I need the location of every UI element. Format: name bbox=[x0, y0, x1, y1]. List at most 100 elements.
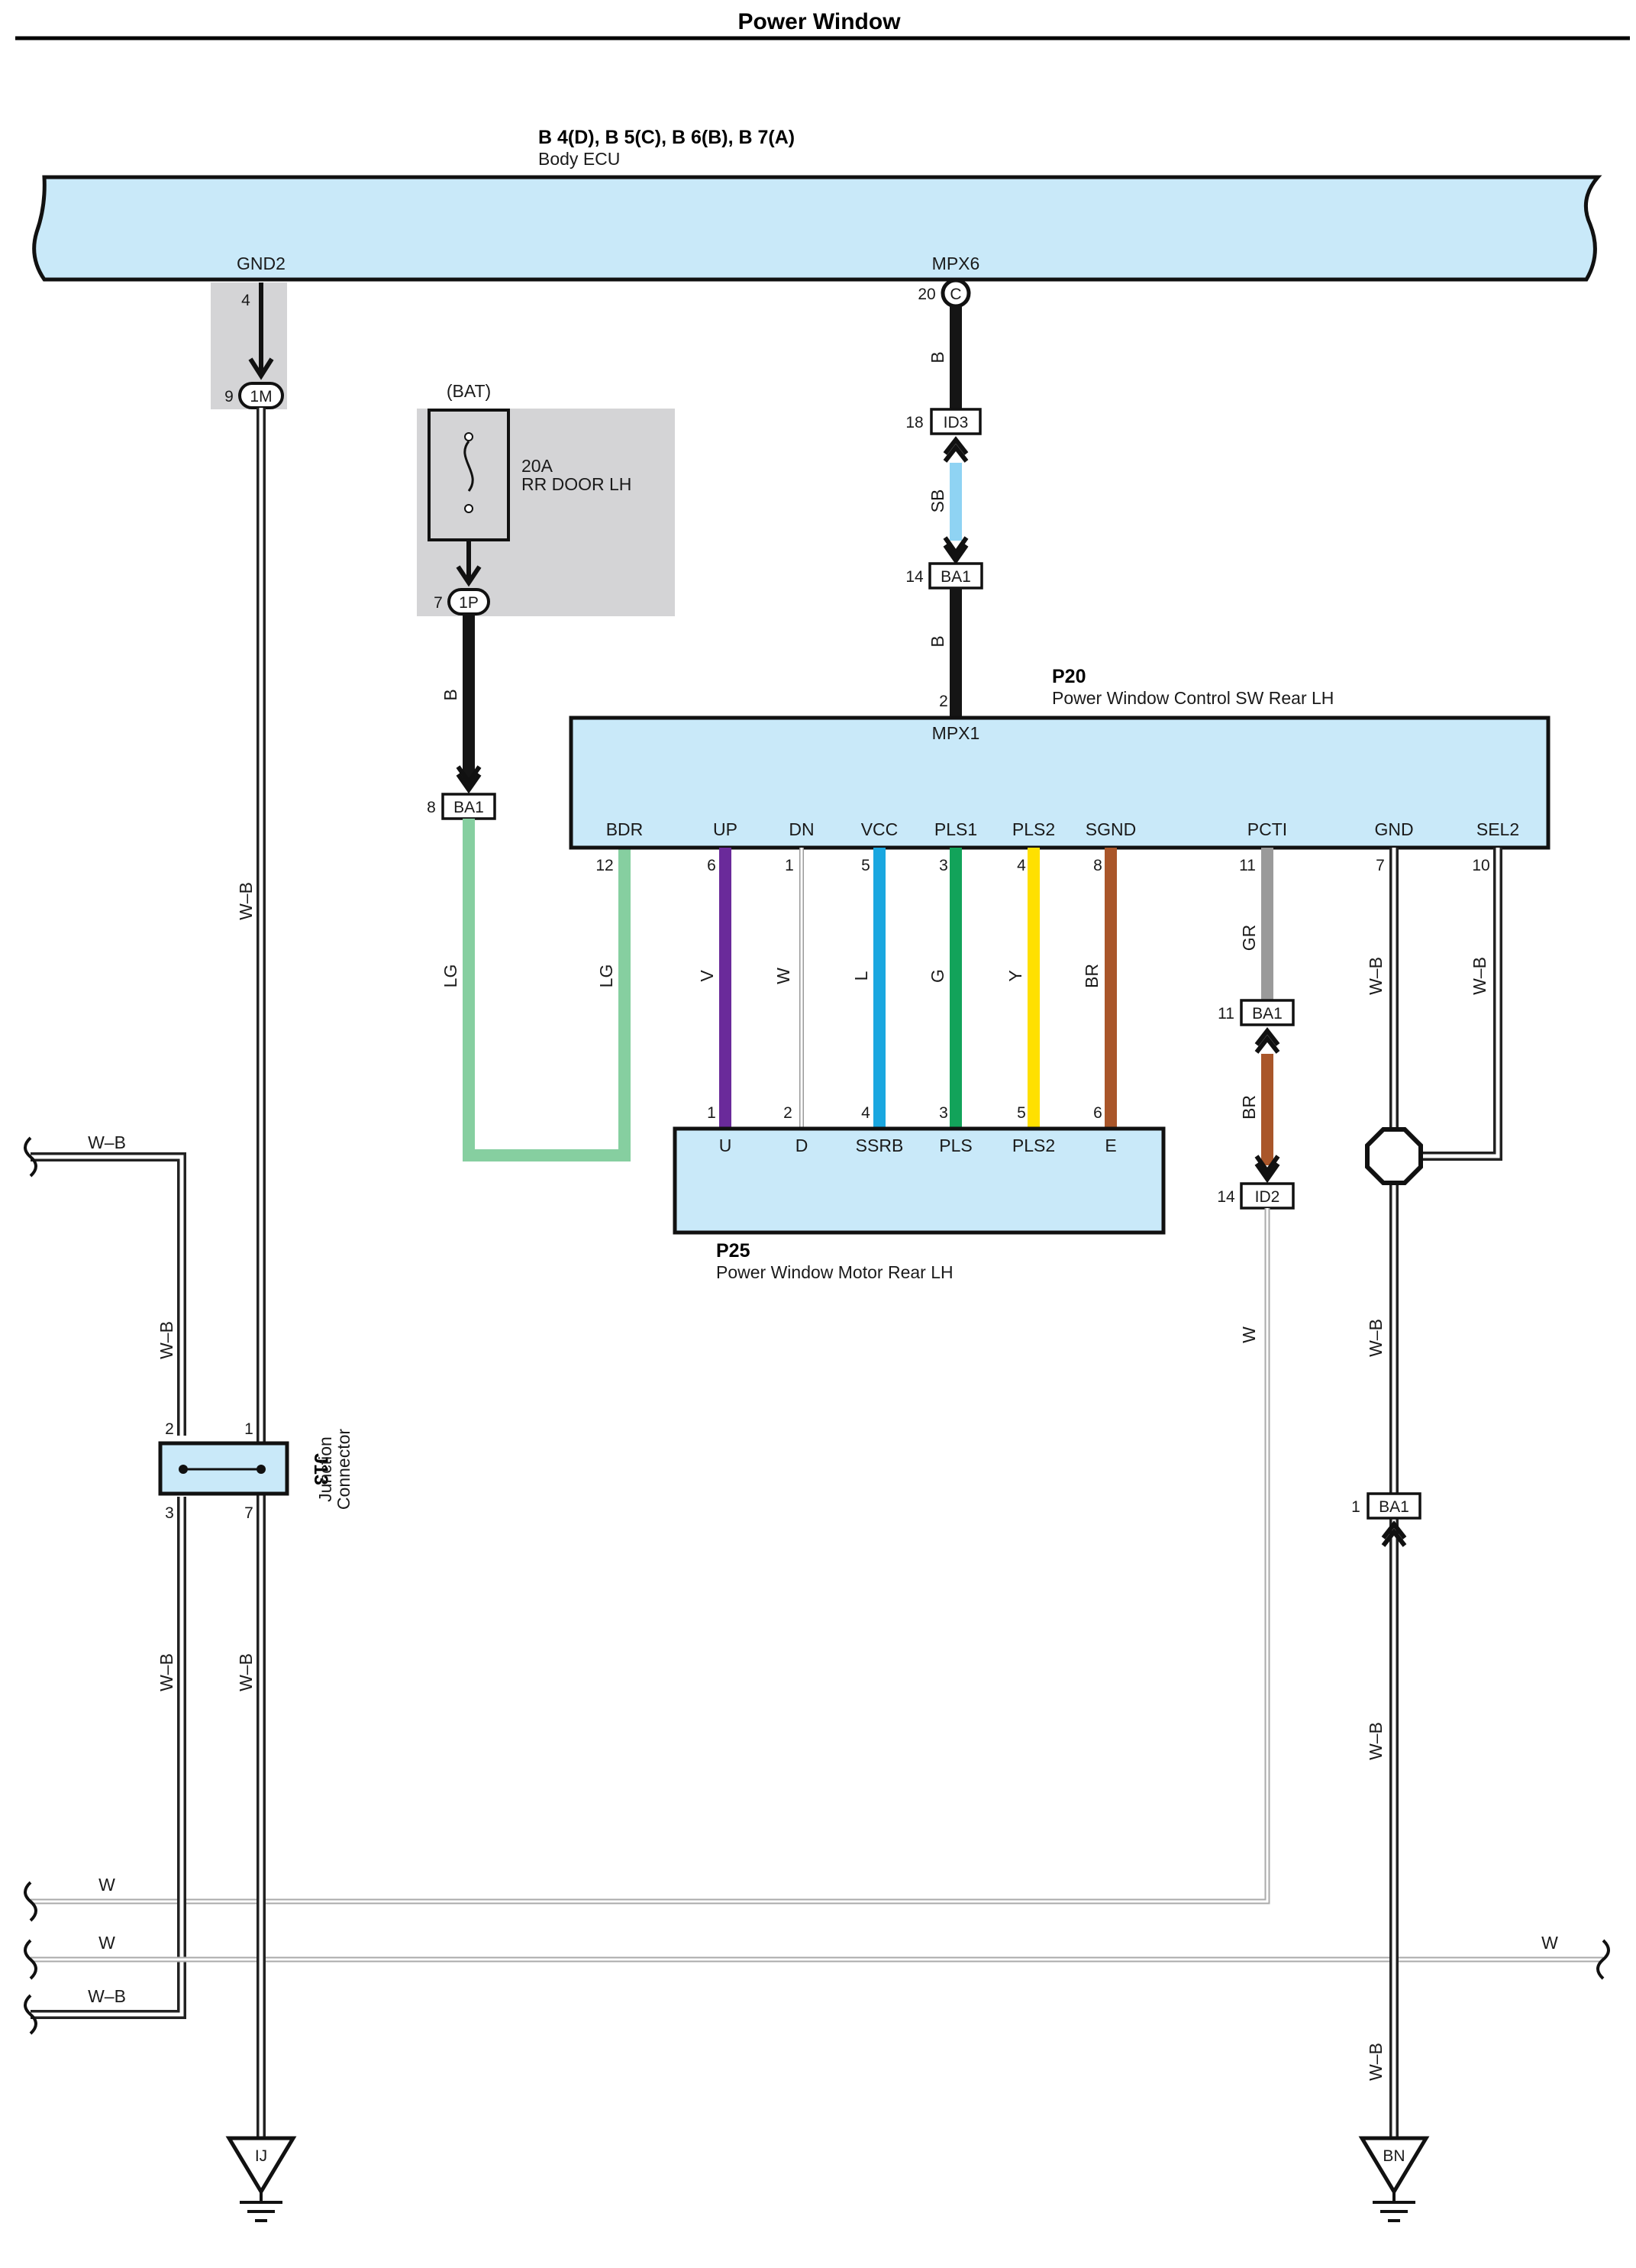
wire-vcc-label: L bbox=[851, 971, 871, 981]
j13-pin-tr: 1 bbox=[244, 1420, 253, 1438]
connector-1p-label: 1P bbox=[459, 594, 479, 612]
wire-gnd-label-low: W–B bbox=[1366, 1722, 1386, 1760]
p25-code: P25 bbox=[716, 1240, 750, 1262]
p20-num-sel2: 10 bbox=[1472, 857, 1489, 874]
connector-ba1-top-num: 14 bbox=[905, 568, 924, 586]
wire-sgnd-label: BR bbox=[1082, 964, 1102, 988]
wire-pcti-w-outer bbox=[31, 1208, 1270, 1905]
ground-bn: BN bbox=[1358, 2136, 1430, 2222]
connector-1p-num: 7 bbox=[434, 594, 443, 612]
connector-id2-label: ID2 bbox=[1255, 1188, 1280, 1206]
id2-arrow1 bbox=[1254, 1155, 1280, 1176]
connector-ba1-lg[interactable] bbox=[441, 793, 496, 820]
j13-dot-left bbox=[179, 1465, 188, 1474]
p20-num-gnd: 7 bbox=[1376, 857, 1385, 874]
p20-code: P20 bbox=[1052, 666, 1086, 687]
connector-id3-label: ID3 bbox=[944, 414, 969, 431]
j13-dot-right bbox=[257, 1465, 266, 1474]
wire-sel2-inner bbox=[1394, 848, 1500, 1158]
p25-num-ssrb: 4 bbox=[861, 1104, 870, 1122]
gnd2-pin-num: 4 bbox=[241, 292, 250, 309]
wire-pcti-w-inner bbox=[31, 1208, 1269, 1903]
fuse-out-wire-label: B bbox=[440, 689, 460, 700]
p25-pin-u: U bbox=[719, 1136, 732, 1155]
lg-wire-label-left: LG bbox=[440, 964, 460, 988]
p20-num-up: 6 bbox=[707, 857, 716, 874]
p20-pin-pls2: PLS2 bbox=[1012, 819, 1055, 839]
id2-arrow2 bbox=[1254, 1162, 1280, 1184]
break-mark-bus-w1 bbox=[24, 1881, 37, 1922]
ba1-lg-arrow2 bbox=[456, 773, 482, 794]
p25-num-u: 1 bbox=[707, 1104, 716, 1122]
connector-ba1-pcti-num: 11 bbox=[1218, 1005, 1234, 1023]
connector-ba1-top-label: BA1 bbox=[941, 568, 971, 586]
p20-name: Power Window Control SW Rear LH bbox=[1052, 688, 1334, 708]
bus-wb-label: W–B bbox=[88, 1986, 126, 2006]
p25-pin-pls: PLS bbox=[939, 1136, 972, 1155]
p25-pin-numbers: 1 2 4 3 5 6 bbox=[707, 1104, 1102, 1122]
p25-pin-d: D bbox=[795, 1136, 808, 1155]
ecu-pin-mpx6: MPX6 bbox=[932, 254, 980, 273]
connector-ba1-pcti-label: BA1 bbox=[1252, 1005, 1283, 1023]
ba1-gnd-arrow1 bbox=[1381, 1520, 1407, 1539]
wire-dn-label: W bbox=[773, 968, 793, 984]
wire-pcti-gr-label: GR bbox=[1239, 925, 1259, 951]
wire-j13-left-bot-label: W–B bbox=[157, 1653, 176, 1691]
p20-num-sgnd: 8 bbox=[1093, 857, 1102, 874]
j13-name2: Connector bbox=[334, 1429, 353, 1510]
wire-pls1-label: G bbox=[928, 969, 947, 983]
ground-ij-triangle bbox=[225, 2136, 297, 2195]
connector-id3-num: 18 bbox=[905, 414, 923, 431]
connector-ba1-lg-num: 8 bbox=[427, 799, 436, 816]
fuse-bottom-dot bbox=[464, 504, 473, 513]
connector-ba1-pcti[interactable] bbox=[1240, 999, 1295, 1026]
p25-box[interactable] bbox=[673, 1126, 1166, 1235]
j13-code: J13 bbox=[310, 1453, 331, 1485]
mpx6-pin-num: 20 bbox=[918, 286, 935, 303]
p20-box[interactable] bbox=[569, 716, 1550, 850]
splice-point bbox=[1365, 1127, 1423, 1185]
body-ecu-box[interactable] bbox=[32, 175, 1602, 282]
wire-j13-left-top-label: W–B bbox=[157, 1321, 176, 1359]
p25-num-pls2: 5 bbox=[1017, 1104, 1026, 1122]
wire-sel2-outer bbox=[1394, 848, 1502, 1161]
connector-ba1-gnd-num: 1 bbox=[1351, 1498, 1360, 1516]
p20-mpx1-num: 2 bbox=[939, 693, 948, 710]
ba1-gnd-arrow2 bbox=[1381, 1528, 1407, 1547]
fuse-source: (BAT) bbox=[447, 381, 491, 401]
mpx6-connector-label: C bbox=[950, 286, 961, 303]
p20-pin-pcti: PCTI bbox=[1247, 819, 1287, 839]
fuse-shade bbox=[417, 409, 675, 616]
connector-id3[interactable] bbox=[930, 408, 982, 435]
id3-arrow2 bbox=[943, 444, 969, 463]
connector-1m-num: 9 bbox=[224, 388, 234, 405]
j13-pin-bl: 3 bbox=[165, 1504, 174, 1522]
lg-wire-label-right: LG bbox=[596, 964, 616, 988]
gnd2-wire-label: W–B bbox=[236, 882, 256, 920]
wire-gnd-label-bot: W–B bbox=[1366, 2043, 1386, 2081]
p25-pin-pls2: PLS2 bbox=[1012, 1136, 1055, 1155]
p25-num-pls: 3 bbox=[939, 1104, 948, 1122]
wire-pcti-w-label: W bbox=[1239, 1326, 1259, 1343]
ground-ij: IJ bbox=[225, 2136, 297, 2222]
lg-wire-loop bbox=[463, 819, 631, 1161]
p25-pin-e: E bbox=[1105, 1136, 1116, 1155]
ba1-pcti-arrow2 bbox=[1254, 1035, 1280, 1054]
p20-num-dn: 1 bbox=[785, 857, 794, 874]
wire-j13-right-bot-label: W–B bbox=[236, 1653, 256, 1691]
break-mark-wb-in bbox=[24, 1136, 37, 1178]
j13-pin-tl: 2 bbox=[165, 1420, 174, 1438]
connector-ba1-gnd[interactable] bbox=[1367, 1492, 1421, 1520]
page-title: Power Window bbox=[737, 9, 901, 34]
p25-num-e: 6 bbox=[1093, 1104, 1102, 1122]
id3-arrow1 bbox=[943, 436, 969, 455]
p25-pin-labels: U D SSRB PLS PLS2 E bbox=[719, 1136, 1117, 1155]
p20-num-bdr: 12 bbox=[595, 857, 613, 874]
connector-1m-label: 1M bbox=[250, 388, 272, 405]
gnd2-arrow bbox=[248, 357, 274, 380]
ba1-top-arrow2 bbox=[943, 544, 969, 565]
mpx6-wire-bot-label: B bbox=[928, 635, 947, 647]
wire-gnd-label-top: W–B bbox=[1366, 957, 1386, 995]
ecu-pin-gnd2: GND2 bbox=[237, 254, 286, 273]
fuse-rating: 20A bbox=[521, 456, 553, 476]
